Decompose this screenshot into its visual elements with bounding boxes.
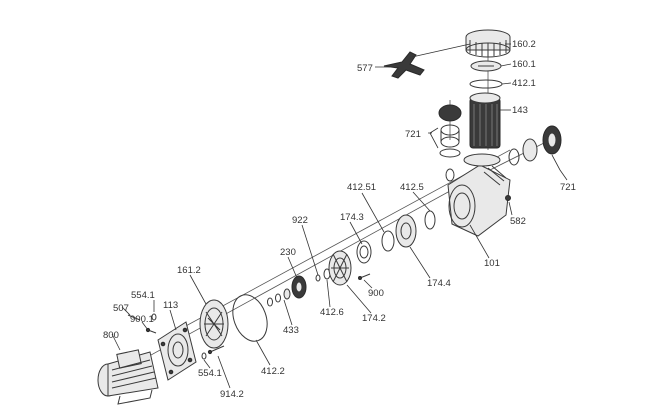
label-507: 507 bbox=[113, 303, 129, 314]
screw-507 bbox=[127, 314, 141, 321]
label-230: 230 bbox=[280, 247, 296, 258]
label-433: 433 bbox=[283, 325, 299, 336]
o-ring-412-51 bbox=[381, 230, 395, 252]
diffuser-174-4 bbox=[395, 214, 417, 248]
motor-flange-113 bbox=[157, 321, 197, 381]
lid-key-577 bbox=[383, 51, 425, 79]
strainer-basket-143 bbox=[469, 92, 501, 149]
o-ring-412-5 bbox=[424, 210, 436, 230]
union-721-right bbox=[508, 125, 562, 166]
part-labels: 160.2 160.1 412.1 577 143 721 721 412.51… bbox=[103, 39, 576, 400]
bolt-900-1 bbox=[145, 327, 157, 334]
seal-plate-161-2 bbox=[199, 299, 229, 349]
drain-plug-582 bbox=[505, 195, 511, 201]
label-900-1: 900.1 bbox=[130, 314, 154, 325]
mechanical-seal-433 bbox=[267, 288, 291, 307]
label-174-4: 174.4 bbox=[427, 278, 451, 289]
screw-900 bbox=[358, 273, 371, 280]
label-161-2: 161.2 bbox=[177, 265, 201, 276]
washer-554-1-bottom bbox=[201, 352, 207, 360]
label-174-3: 174.3 bbox=[340, 212, 364, 223]
diffuser-174-2 bbox=[328, 250, 352, 286]
lid-ring-160-2 bbox=[465, 29, 511, 58]
label-160-2: 160.2 bbox=[512, 39, 536, 50]
label-412-2: 412.2 bbox=[261, 366, 285, 377]
washer-554-1-top bbox=[151, 313, 157, 321]
label-174-2: 174.2 bbox=[362, 313, 386, 324]
wear-ring-174-3 bbox=[356, 240, 372, 264]
label-101: 101 bbox=[484, 258, 500, 269]
impeller-230 bbox=[291, 275, 307, 299]
label-900: 900 bbox=[368, 288, 384, 299]
label-577: 577 bbox=[357, 63, 373, 74]
label-914-2: 914.2 bbox=[220, 389, 244, 400]
label-721-top: 721 bbox=[405, 129, 421, 140]
label-412-51: 412.51 bbox=[347, 182, 376, 193]
cover-160-1 bbox=[470, 60, 502, 72]
o-ring-412-2 bbox=[232, 294, 268, 342]
label-554-1-bottom: 554.1 bbox=[198, 368, 222, 379]
bolt-914-2 bbox=[207, 345, 225, 355]
label-412-5: 412.5 bbox=[400, 182, 424, 193]
leader-lines bbox=[111, 43, 568, 389]
label-143: 143 bbox=[512, 105, 528, 116]
label-582: 582 bbox=[510, 216, 526, 227]
motor-800 bbox=[97, 349, 159, 405]
label-721-right: 721 bbox=[560, 182, 576, 193]
o-ring-412-1 bbox=[469, 79, 503, 89]
label-160-1: 160.1 bbox=[512, 59, 536, 70]
label-922: 922 bbox=[292, 215, 308, 226]
label-412-6: 412.6 bbox=[320, 307, 344, 318]
label-800: 800 bbox=[103, 330, 119, 341]
impeller-nut-922 bbox=[315, 274, 321, 282]
label-554-1-top: 554.1 bbox=[131, 290, 155, 301]
label-113: 113 bbox=[163, 300, 178, 311]
pump-housing-101 bbox=[445, 153, 511, 237]
union-721-top bbox=[438, 104, 462, 158]
label-412-1: 412.1 bbox=[512, 78, 536, 89]
